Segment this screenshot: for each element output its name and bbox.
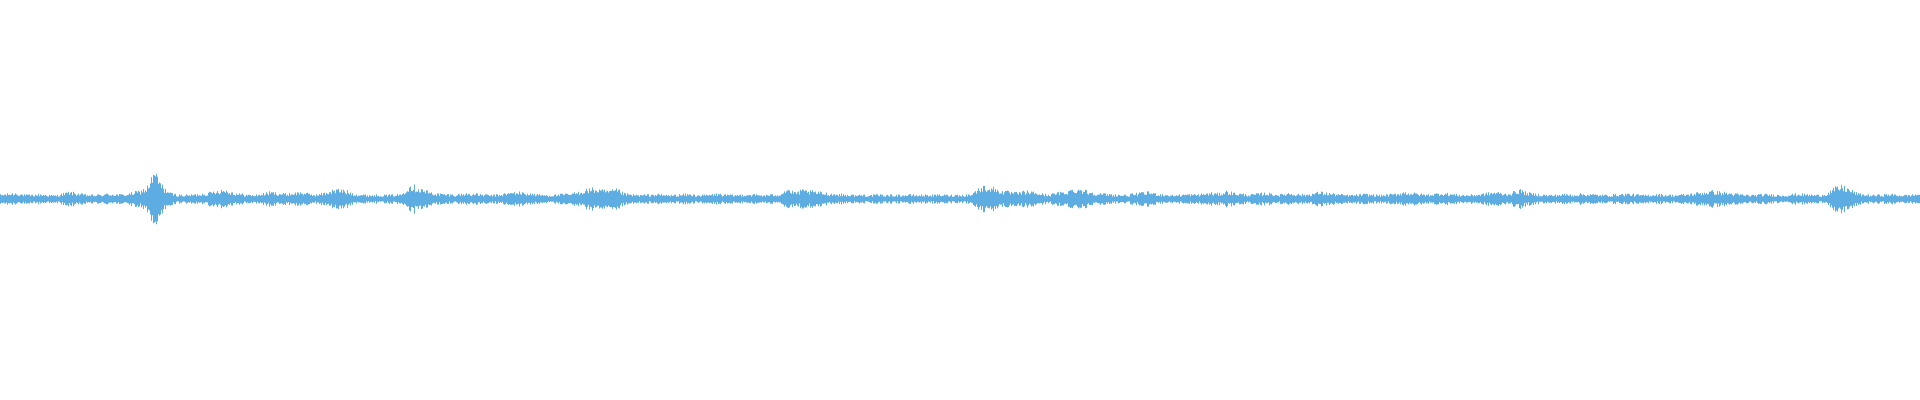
waveform-samples	[0, 173, 1920, 225]
waveform-trace	[0, 173, 1920, 225]
